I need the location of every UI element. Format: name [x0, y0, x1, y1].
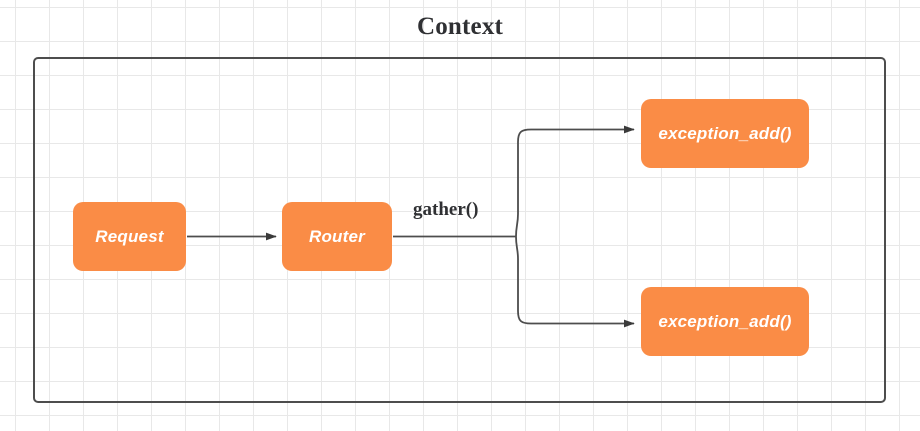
- edge-label-gather: gather(): [413, 199, 479, 220]
- node-exception-add-top-label: exception_add(): [658, 123, 792, 143]
- node-router[interactable]: Router: [282, 202, 392, 271]
- node-exception-add-bottom[interactable]: exception_add(): [641, 287, 809, 356]
- node-exception-add-top[interactable]: exception_add(): [641, 99, 809, 168]
- node-router-label: Router: [309, 226, 365, 246]
- node-exception-add-bottom-label: exception_add(): [658, 311, 792, 331]
- context-container-frame: [33, 57, 886, 403]
- node-request[interactable]: Request: [73, 202, 186, 271]
- node-request-label: Request: [95, 226, 164, 246]
- page-title: Context: [416, 13, 504, 40]
